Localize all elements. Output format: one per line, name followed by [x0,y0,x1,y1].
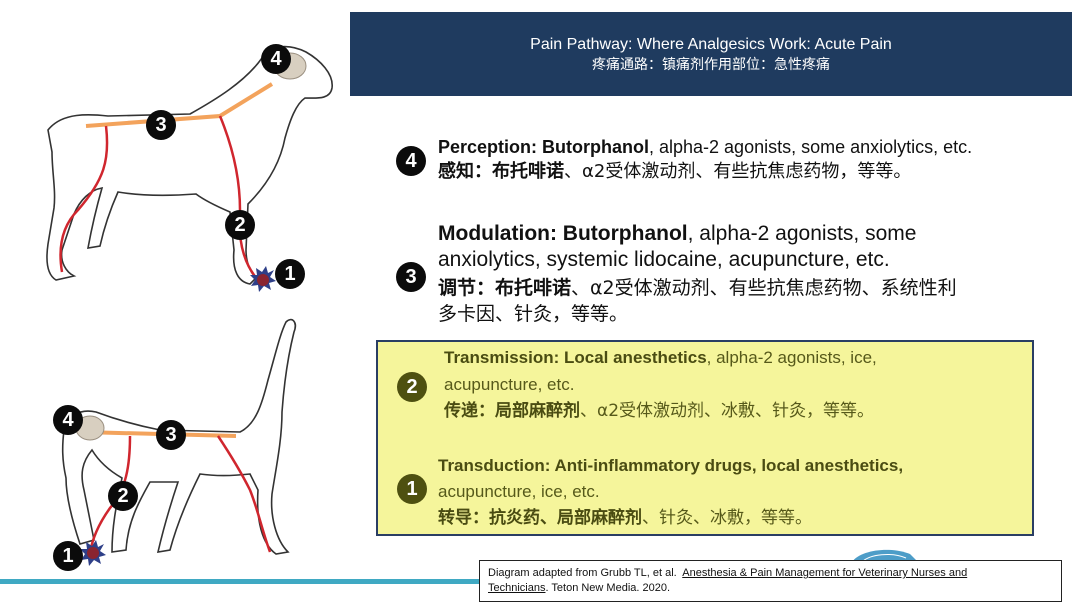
transduction-english-bold: Transduction: Anti-inflammatory drugs, l… [438,456,904,475]
citation-book-title-line1: Anesthesia & Pain Management for Veterin… [682,567,968,579]
dog-injury-site [250,266,276,292]
transmission-english-bold: Transmission: Local anesthetics [444,348,707,367]
cat-marker-2: 2 [108,481,138,511]
modulation-english-rest: , alpha-2 agonists, some [687,222,917,245]
citation-book-title-line2: Technicians [488,582,546,594]
slide-title-english: Pain Pathway: Where Analgesics Work: Acu… [530,36,892,53]
modulation-english-bold: Modulation: Butorphanol [438,222,688,245]
transduction-english-line1: Transduction: Anti-inflammatory drugs, l… [438,454,903,478]
cat-outline [61,318,297,555]
transduction-number-badge: 1 [397,474,427,504]
transmission-chinese: 传递：局部麻醉剂、α2受体激动剂、冰敷、针灸，等等。 [444,399,874,423]
transmission-number-badge: 2 [397,372,427,402]
cat-marker-4: 4 [53,405,83,435]
transduction-chinese: 转导：抗炎药、局部麻醉剂、针灸、冰敷，等等。 [438,506,812,530]
dog-outline [46,45,333,285]
modulation-chinese-rest: 、α2受体激动剂、有些抗焦虑药物、系统性利 [571,277,957,299]
dog-marker-1: 1 [275,259,305,289]
transduction-english-line2: acupuncture, ice, etc. [438,482,600,501]
perception-chinese-bold: 感知：布托啡诺 [438,161,564,182]
citation-box: Diagram adapted from Grubb TL, et al. An… [479,560,1062,602]
dog-spinal-tract [85,82,274,128]
dog-marker-2: 2 [225,210,255,240]
dog-marker-3: 3 [146,110,176,140]
perception-number-badge: 4 [396,146,426,176]
modulation-chinese-line2: 多卡因、针灸，等等。 [438,303,629,325]
cat-injury-site [80,540,106,566]
citation-suffix: . Teton New Media. 2020. [545,582,671,594]
modulation-chinese-line1: 调节：布托啡诺、α2受体激动剂、有些抗焦虑药物、系统性利 [438,275,957,302]
citation-prefix: Diagram adapted from Grubb TL, et al. [488,567,677,579]
modulation-chinese-bold: 调节：布托啡诺 [438,277,572,299]
dog-marker-4: 4 [261,44,291,74]
perception-english-bold: Perception: Butorphanol [438,137,649,157]
transduction-chinese-bold: 转导：抗炎药、局部麻醉剂 [438,508,642,528]
animal-pain-pathway-illustration [46,45,333,566]
transmission-english-line2: acupuncture, etc. [444,375,575,394]
transduction-chinese-rest: 、针灸、冰敷，等等。 [642,508,812,528]
perception-english-rest: , alpha-2 agonists, some anxiolytics, et… [649,137,973,157]
dog-hind-leg-nerve [59,125,109,273]
slide-title-banner: Pain Pathway: Where Analgesics Work: Acu… [350,12,1072,96]
cat-front-leg-nerve [88,435,132,555]
perception-chinese-rest: 、α2受体激动剂、有些抗焦虑药物，等等。 [564,161,912,182]
transmission-chinese-bold: 传递：局部麻醉剂 [444,401,580,421]
cat-hind-leg-nerve [216,435,272,553]
perception-chinese: 感知：布托啡诺、α2受体激动剂、有些抗焦虑药物，等等。 [438,160,911,184]
transmission-chinese-rest: 、α2受体激动剂、冰敷、针灸，等等。 [580,401,875,421]
perception-english: Perception: Butorphanol, alpha-2 agonist… [438,135,972,159]
transmission-english-line1: Transmission: Local anesthetics, alpha-2… [444,346,877,370]
cat-marker-3: 3 [156,420,186,450]
modulation-english-line2: anxiolytics, systemic lidocaine, acupunc… [438,248,890,271]
highlight-box-peripheral [376,340,1034,536]
footer-accent-line [0,579,484,584]
cat-marker-1: 1 [53,541,83,571]
modulation-number-badge: 3 [396,262,426,292]
transmission-english-rest: , alpha-2 agonists, ice, [706,348,877,367]
modulation-english-line1: Modulation: Butorphanol, alpha-2 agonist… [438,220,916,247]
dog-front-leg-nerve [218,115,259,281]
slide-title-chinese: 疼痛通路：镇痛剂作用部位：急性疼痛 [592,57,830,73]
